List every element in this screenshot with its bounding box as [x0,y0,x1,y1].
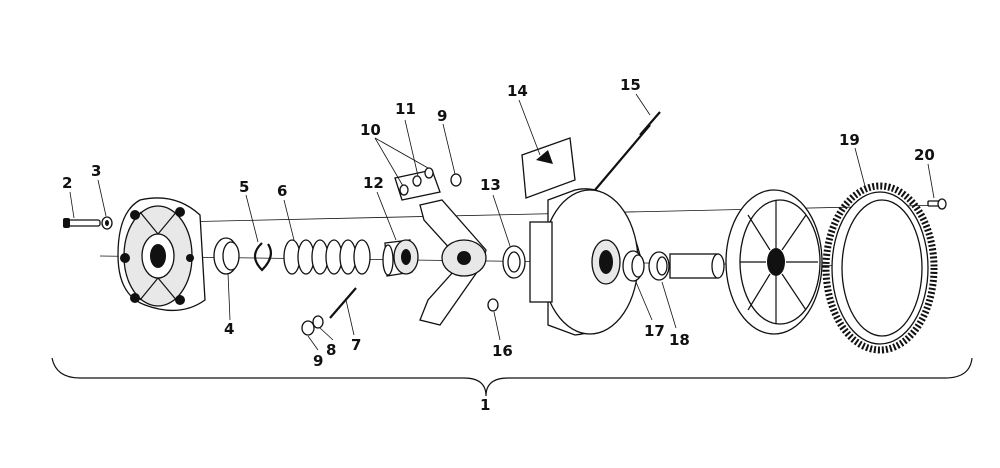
part-label-15: 15 [620,76,641,94]
part-label-4: 4 [224,320,234,338]
decal [521,137,576,199]
part-label-19: 19 [839,131,860,149]
part-label-2: 2 [62,174,72,192]
thrust-washer [502,245,526,279]
part-label-9-lower: 9 [313,352,323,370]
washer [101,216,113,230]
part-label-1: 1 [480,396,490,414]
part-label-16: 16 [492,342,513,360]
roller [312,315,324,329]
plug [487,298,499,312]
part-label-14: 14 [507,82,528,100]
part-label-9-upper: 9 [437,107,447,125]
part-label-13: 13 [480,176,501,194]
part-label-3: 3 [91,162,101,180]
part-label-7: 7 [351,336,361,354]
weight-bracket [394,167,441,201]
roller-upper [450,173,462,187]
part-label-20: 20 [914,146,935,164]
spring-cup [382,239,419,277]
part-label-6: 6 [277,182,287,200]
part-label-5: 5 [239,178,249,196]
spring [283,239,371,275]
shaft [594,111,661,191]
part-label-12: 12 [363,174,384,192]
fixed-sheave [669,189,823,335]
drive-sheave [529,188,641,336]
pin [329,287,357,319]
bushing [213,237,240,275]
bushing-18 [648,251,670,281]
assembly-bracket [51,357,973,397]
screw [927,198,947,210]
part-label-11: 11 [395,100,416,118]
bolt [63,218,101,228]
part-label-10: 10 [360,121,381,139]
ring-gear [822,182,938,354]
spider-arm [419,199,487,326]
part-label-8: 8 [326,341,336,359]
leader-lines [69,93,935,351]
cover-plate [117,197,206,312]
part-label-18: 18 [669,331,690,349]
part-label-17: 17 [644,322,665,340]
roller-lower [301,320,315,336]
snap-ring [253,242,273,272]
bushing-17 [622,250,645,282]
